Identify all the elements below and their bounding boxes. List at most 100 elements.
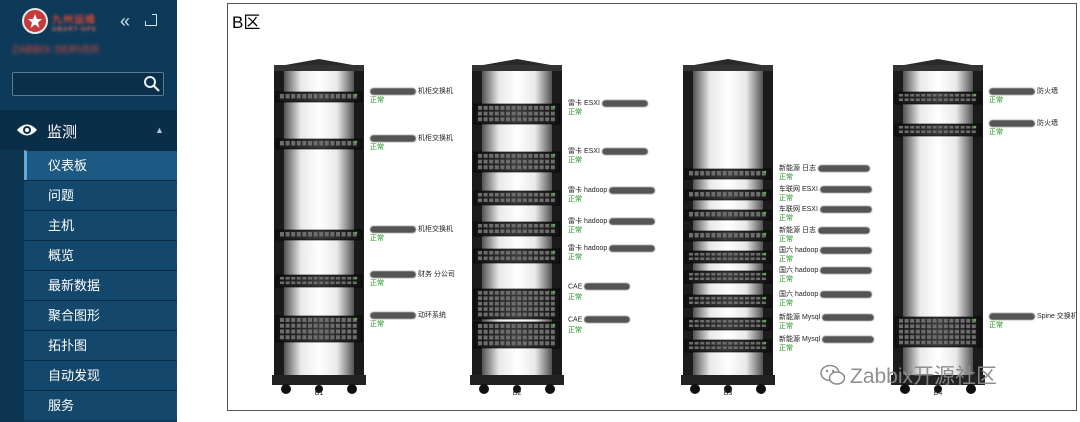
server-status: 正常 xyxy=(568,327,582,334)
server-name: 车联网 ESXI xyxy=(779,206,818,213)
server-unit[interactable] xyxy=(473,151,561,173)
redacted-hostname xyxy=(820,246,873,254)
server-label[interactable]: 新能源 日志 xyxy=(779,225,870,235)
server-unit[interactable] xyxy=(473,321,561,349)
server-label[interactable]: 新能源 日志 xyxy=(779,163,870,173)
server-unit[interactable] xyxy=(684,230,772,242)
server-unit[interactable] xyxy=(894,316,982,348)
menu-section-label: 监测 xyxy=(47,124,78,141)
collapse-left-icon[interactable]: « xyxy=(120,11,131,31)
server-label[interactable]: 雷卡 hadoop xyxy=(568,243,656,253)
redacted-hostname xyxy=(817,226,870,234)
server-label[interactable]: 雷卡 ESXI xyxy=(568,146,648,156)
server-name: 新能源 日志 xyxy=(779,227,816,234)
menu-item-dashboard[interactable]: 仪表板 xyxy=(24,150,177,180)
menu-item-overview[interactable]: 概览 xyxy=(24,240,177,270)
server-label[interactable]: 机柜交换机 xyxy=(370,224,453,234)
rack-b2[interactable] xyxy=(470,59,564,403)
server-status: 正常 xyxy=(568,109,582,116)
server-unit[interactable] xyxy=(275,91,363,103)
server-label[interactable]: 机柜交换机 xyxy=(370,133,453,143)
server-name: 国六 hadoop xyxy=(779,291,819,298)
server-unit[interactable] xyxy=(684,168,772,180)
server-unit[interactable] xyxy=(684,189,772,201)
server-label[interactable]: 动环系统 xyxy=(370,310,446,320)
server-unit[interactable] xyxy=(473,103,561,125)
server-unit[interactable] xyxy=(275,138,363,150)
server-name: 防火墙 xyxy=(1036,120,1058,127)
rack-b3[interactable] xyxy=(681,59,775,403)
kiosk-mode-icon[interactable] xyxy=(144,13,157,26)
server-label[interactable]: 国六 hadoop xyxy=(779,289,873,299)
server-unit[interactable] xyxy=(473,288,561,320)
redacted-hostname xyxy=(822,335,875,343)
server-name: 财务 分公司 xyxy=(417,271,455,278)
server-label[interactable]: 机柜交换机 xyxy=(370,86,453,96)
server-label[interactable]: 新能源 Mysql xyxy=(779,312,875,322)
server-name: 新能源 Mysql xyxy=(779,314,821,321)
server-unit[interactable] xyxy=(684,294,772,308)
server-unit[interactable] xyxy=(684,209,772,221)
menu-item-latest-data[interactable]: 最新数据 xyxy=(24,270,177,300)
redacted-hostname xyxy=(601,99,648,107)
server-unit[interactable] xyxy=(894,123,982,137)
caret-up-icon: ▲ xyxy=(155,125,164,135)
rack-label: B4 xyxy=(933,390,943,397)
menu-section-monitoring[interactable]: 监测 ▲ xyxy=(0,110,177,150)
server-unit[interactable] xyxy=(275,315,363,343)
rack-b4[interactable] xyxy=(891,59,985,403)
server-name: 雷卡 hadoop xyxy=(568,218,608,225)
server-unit[interactable] xyxy=(894,91,982,105)
server-label[interactable]: 车联网 ESXI xyxy=(779,184,872,194)
server-label[interactable]: 新能源 Mysql xyxy=(779,334,875,344)
redacted-hostname xyxy=(370,270,416,278)
server-status: 正常 xyxy=(568,254,582,261)
server-unit[interactable] xyxy=(275,274,363,288)
server-label[interactable]: 财务 分公司 xyxy=(370,269,455,279)
menu-item-hosts[interactable]: 主机 xyxy=(24,210,177,240)
menu-item-maps[interactable]: 拓扑图 xyxy=(24,330,177,360)
server-status: 正常 xyxy=(779,276,793,283)
redacted-hostname xyxy=(370,134,416,142)
server-name: 新能源 Mysql xyxy=(779,336,821,343)
redacted-hostname xyxy=(609,186,656,194)
server-name: 雷卡 ESXI xyxy=(568,100,600,107)
server-label[interactable]: 雷卡 ESXI xyxy=(568,98,648,108)
server-unit[interactable] xyxy=(473,221,561,237)
menu-item-screens[interactable]: 聚合图形 xyxy=(24,300,177,330)
server-unit[interactable] xyxy=(684,317,772,331)
server-unit[interactable] xyxy=(684,339,772,353)
server-status: 正常 xyxy=(779,195,793,202)
server-name: 国六 hadoop xyxy=(779,247,819,254)
menu-item-services[interactable]: 服务 xyxy=(24,390,177,420)
server-unit[interactable] xyxy=(684,250,772,264)
server-label[interactable]: 防火墙 xyxy=(989,118,1058,128)
wechat-icon xyxy=(820,364,846,385)
server-status: 正常 xyxy=(370,321,384,328)
server-label[interactable]: Spine 交换机 xyxy=(989,311,1077,321)
menu-item-discovery[interactable]: 自动发现 xyxy=(24,360,177,390)
search-icon[interactable] xyxy=(143,75,161,93)
menu-item-problems[interactable]: 问题 xyxy=(24,180,177,210)
server-unit[interactable] xyxy=(473,248,561,264)
menu-items: 仪表板 问题 主机 概览 最新数据 聚合图形 拓扑图 自动发现 服务 xyxy=(24,150,177,420)
server-label[interactable]: CAE xyxy=(568,316,631,323)
server-label[interactable]: 车联网 ESXI xyxy=(779,204,872,214)
server-status: 正常 xyxy=(779,174,793,181)
rack-b1[interactable] xyxy=(272,59,366,403)
server-label[interactable]: CAE xyxy=(568,283,631,290)
server-name: Spine 交换机 xyxy=(1036,313,1077,320)
logo-star-icon[interactable] xyxy=(22,8,48,34)
server-unit[interactable] xyxy=(473,190,561,206)
server-label[interactable]: 国六 hadoop xyxy=(779,265,873,275)
server-label[interactable]: 国六 hadoop xyxy=(779,245,873,255)
server-unit[interactable] xyxy=(684,270,772,284)
search-input[interactable] xyxy=(12,72,164,96)
server-label[interactable]: 防火墙 xyxy=(989,86,1058,96)
server-unit[interactable] xyxy=(275,229,363,241)
server-label[interactable]: 雷卡 hadoop xyxy=(568,216,656,226)
server-status: 正常 xyxy=(568,157,582,164)
server-label[interactable]: 雷卡 hadoop xyxy=(568,185,656,195)
server-status: 正常 xyxy=(370,144,384,151)
